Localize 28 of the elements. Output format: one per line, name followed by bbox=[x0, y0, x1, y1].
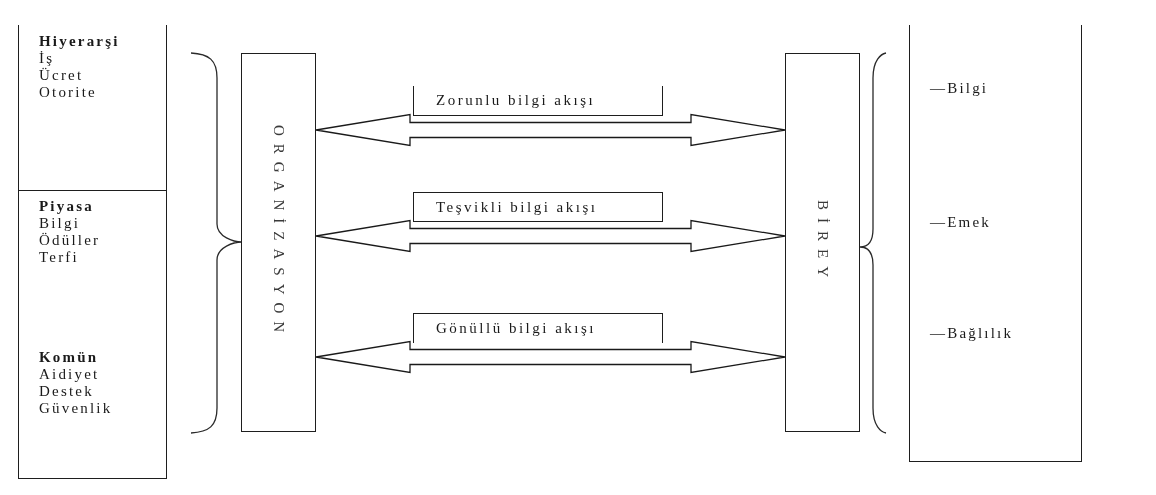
list-item: Terfi bbox=[39, 249, 79, 266]
list-panel bbox=[18, 191, 167, 479]
list-item: —Emek bbox=[930, 214, 991, 231]
list-item: Ücret bbox=[39, 67, 84, 84]
process-box bbox=[785, 53, 860, 432]
block-arrow bbox=[315, 113, 786, 147]
heading-text: Komün bbox=[39, 349, 99, 366]
edge-label: Zorunlu bilgi akışı bbox=[413, 86, 663, 116]
block-arrow bbox=[315, 219, 786, 253]
list-item: Aidiyet bbox=[39, 366, 100, 383]
list-item: —Bilgi bbox=[930, 80, 989, 97]
list-item: İş bbox=[39, 50, 55, 67]
edge-label: Gönüllü bilgi akışı bbox=[413, 313, 663, 343]
heading-text: Piyasa bbox=[39, 198, 94, 215]
block-arrow bbox=[315, 340, 786, 374]
vertical-label: BİREY bbox=[815, 200, 830, 285]
list-item: Bilgi bbox=[39, 215, 80, 232]
process-box bbox=[241, 53, 316, 432]
list-item: Ödüller bbox=[39, 232, 101, 249]
heading-text: Hiyerarşi bbox=[39, 33, 120, 50]
list-item: Otorite bbox=[39, 84, 97, 101]
list-item: Destek bbox=[39, 383, 94, 400]
vertical-label: ORGANİZASYON bbox=[271, 124, 286, 341]
list-item: —Bağlılık bbox=[930, 325, 1014, 342]
list-panel bbox=[18, 25, 167, 191]
list-item: Güvenlik bbox=[39, 400, 113, 417]
edge-label: Teşvikli bilgi akışı bbox=[413, 192, 663, 222]
list-panel bbox=[909, 25, 1082, 462]
